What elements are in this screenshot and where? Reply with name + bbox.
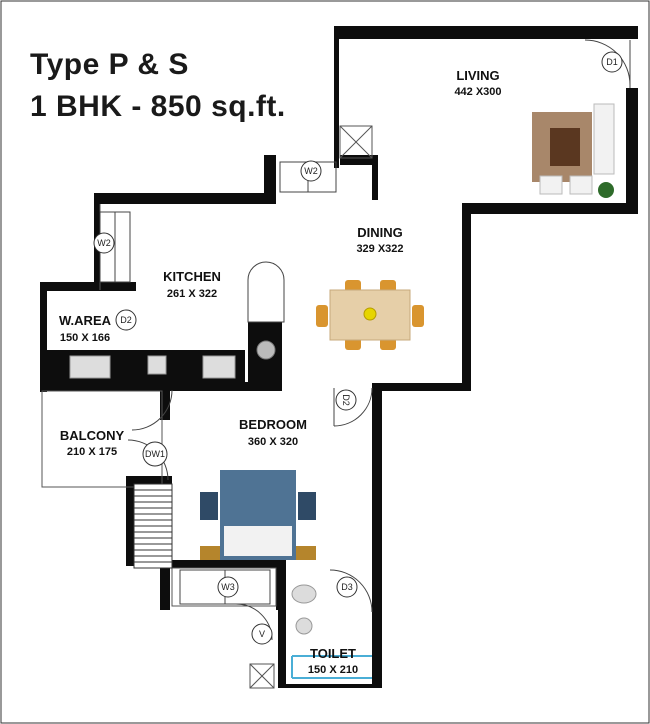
window-tag-circle <box>217 576 239 598</box>
sink-icon <box>147 355 167 375</box>
tag-w3: W3 <box>221 582 235 592</box>
coffee-table-icon <box>550 128 580 166</box>
hob-icon <box>202 355 236 379</box>
door-tag-circle <box>601 51 623 73</box>
tag-markers <box>93 51 623 645</box>
balcony-railing <box>133 483 173 569</box>
toilet-fittings <box>291 584 372 679</box>
thin-walls <box>41 125 373 689</box>
kitchen-sink-bowl-icon <box>256 340 276 360</box>
balcony-dim: 210 X 175 <box>67 446 117 458</box>
tag-dw1: DW1 <box>145 449 165 459</box>
dining-name: DINING <box>357 225 403 240</box>
door-tag-circle <box>335 389 357 411</box>
tag-w2-top: W2 <box>304 166 318 176</box>
tag-d2-bedroom: D2 <box>341 394 351 406</box>
washbasin-icon <box>295 617 313 635</box>
living-sofa-set <box>532 103 615 198</box>
plan-size-title: 1 BHK - 850 sq.ft. <box>30 90 286 123</box>
bedroom-dim: 360 X 320 <box>248 436 298 448</box>
room-labels: LIVING 442 X300 DINING 329 X322 KITCHEN … <box>59 68 502 676</box>
floor-fill <box>45 30 636 684</box>
wash-basin-icon <box>69 355 111 379</box>
kitchen-fittings <box>69 261 285 379</box>
bedroom-name: BEDROOM <box>239 417 307 432</box>
tag-w2-kitchen: W2 <box>97 238 111 248</box>
kitchen-dim: 261 X 322 <box>167 288 217 300</box>
bed <box>200 470 316 560</box>
armchair-icon <box>569 175 593 195</box>
sofa-icon <box>593 103 615 175</box>
kitchen-counter-end <box>247 261 285 323</box>
balcony-name: BALCONY <box>60 428 125 443</box>
window-tag-circle <box>300 160 322 182</box>
kitchen-name: KITCHEN <box>163 269 221 284</box>
dining-dim: 329 X322 <box>356 243 403 255</box>
dining-set <box>316 280 424 350</box>
wc-icon <box>291 584 317 604</box>
tag-d3: D3 <box>341 582 353 592</box>
tag-v: V <box>259 629 265 639</box>
living-name: LIVING <box>456 68 499 83</box>
tag-labels: D1 W2 W2 D2 D2 DW1 W3 D3 V <box>97 57 618 639</box>
warea-dim: 150 X 166 <box>60 332 110 344</box>
vent-tag-circle <box>251 623 273 645</box>
plant-icon <box>598 182 614 198</box>
door-window-tag-circle <box>142 441 168 467</box>
toilet-name: TOILET <box>310 646 356 661</box>
door-tag-circle <box>115 309 137 331</box>
toilet-dim: 150 X 210 <box>308 664 358 676</box>
door-tag-circle <box>336 576 358 598</box>
warea-name: W.AREA <box>59 313 112 328</box>
plan-type-title: Type P & S <box>30 48 189 81</box>
tag-d2-warea: D2 <box>120 315 132 325</box>
tag-d1: D1 <box>606 57 618 67</box>
window-tag-circle <box>93 232 115 254</box>
living-dim: 442 X300 <box>454 86 501 98</box>
armchair-icon <box>539 175 563 195</box>
